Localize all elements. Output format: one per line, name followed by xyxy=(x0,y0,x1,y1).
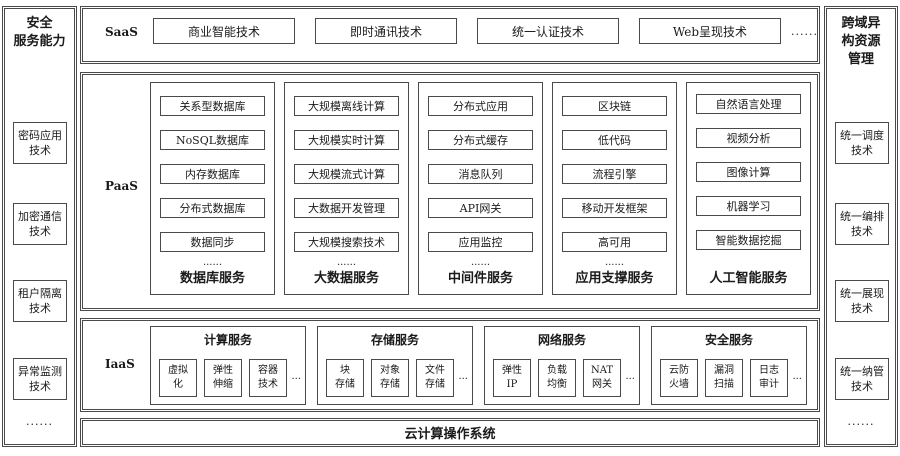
iaas-label: IaaS xyxy=(105,357,135,371)
saas-item-unified-authentication: 统一认证技术 xyxy=(477,18,619,44)
saas-item-instant-messaging: 即时通讯技术 xyxy=(315,18,457,44)
paas-item: 智能数据挖掘 xyxy=(696,230,801,250)
iaas-item: 弹性 IP xyxy=(493,359,531,397)
paas-item: 分布式缓存 xyxy=(428,130,533,150)
saas-layer: SaaS 商业智能技术 即时通讯技术 统一认证技术 Web呈现技术 ...... xyxy=(80,6,820,64)
paas-item: 大规模离线计算 xyxy=(294,96,399,116)
paas-item: 图像计算 xyxy=(696,162,801,182)
paas-item: 应用监控 xyxy=(428,232,533,252)
paas-column-ai: 自然语言处理 视频分析 图像计算 机器学习 智能数据挖掘 人工智能服务 xyxy=(686,82,811,295)
saas-label: SaaS xyxy=(105,25,138,39)
paas-item: 区块链 xyxy=(562,96,667,116)
iaas-group-storage: 存储服务 块 存储 对象 存储 文件 存储 ... xyxy=(317,326,473,405)
iaas-item: 虚拟 化 xyxy=(159,359,197,397)
iaas-group-title: 网络服务 xyxy=(537,333,586,347)
paas-item: 自然语言处理 xyxy=(696,94,801,114)
paas-column-title: 应用支撑服务 xyxy=(575,271,654,286)
iaas-item: 弹性 伸缩 xyxy=(204,359,242,397)
paas-item: 大规模流式计算 xyxy=(294,164,399,184)
iaas-group-network: 网络服务 弹性 IP 负载 均衡 NAT 网关 ... xyxy=(484,326,640,405)
paas-column-title: 大数据服务 xyxy=(313,271,379,286)
iaas-more: ... xyxy=(291,371,301,382)
paas-item: 内存数据库 xyxy=(160,164,265,184)
iaas-item: 对象 存储 xyxy=(371,359,409,397)
paas-more: ...... xyxy=(604,257,625,268)
paas-item: 大规模搜索技术 xyxy=(294,232,399,252)
saas-item-web-presentation: Web呈现技术 xyxy=(639,18,781,44)
paas-item: 数据同步 xyxy=(160,232,265,252)
paas-column-title: 中间件服务 xyxy=(447,271,513,286)
paas-item: 大规模实时计算 xyxy=(294,130,399,150)
paas-item: 分布式应用 xyxy=(428,96,533,116)
iaas-item: 负载 均衡 xyxy=(538,359,576,397)
side-item-unified-presentation: 统一展现 技术 xyxy=(835,280,889,322)
iaas-item: 文件 存储 xyxy=(416,359,454,397)
security-capability-panel: 安全 服务能力 密码应用 技术 加密通信 技术 租户隔离 技术 异常监测 技术 … xyxy=(2,6,77,447)
saas-more: ...... xyxy=(791,25,818,38)
iaas-group-title: 计算服务 xyxy=(203,333,252,347)
paas-column-middleware: 分布式应用 分布式缓存 消息队列 API网关 应用监控 ...... 中间件服务 xyxy=(418,82,543,295)
cross-domain-resource-title: 跨域异 构资源 管理 xyxy=(841,16,881,67)
side-item-encrypted-communication: 加密通信 技术 xyxy=(13,203,67,245)
paas-column-title: 数据库服务 xyxy=(179,271,245,286)
left-panel-more: ...... xyxy=(26,415,53,428)
iaas-item: 容器 技术 xyxy=(249,359,287,397)
iaas-item: 日志 审计 xyxy=(750,359,788,397)
iaas-group-security: 安全服务 云防 火墙 漏洞 扫描 日志 审计 ... xyxy=(651,326,807,405)
paas-item: 机器学习 xyxy=(696,196,801,216)
paas-column-big-data: 大规模离线计算 大规模实时计算 大规模流式计算 大数据开发管理 大规模搜索技术 … xyxy=(284,82,409,295)
side-item-crypto-application: 密码应用 技术 xyxy=(13,122,67,164)
saas-item-business-intelligence: 商业智能技术 xyxy=(153,18,295,44)
iaas-group-compute: 计算服务 虚拟 化 弹性 伸缩 容器 技术 ... xyxy=(150,326,306,405)
iaas-item: 云防 火墙 xyxy=(660,359,698,397)
cross-domain-resource-panel: 跨域异 构资源 管理 统一调度 技术 统一编排 技术 统一展现 技术 统一纳管 … xyxy=(824,6,898,447)
iaas-item: 块 存储 xyxy=(326,359,364,397)
paas-layer: PaaS 关系型数据库 NoSQL数据库 内存数据库 分布式数据库 数据同步 .… xyxy=(80,72,820,311)
paas-more: ...... xyxy=(336,257,357,268)
paas-item: 流程引擎 xyxy=(562,164,667,184)
side-item-anomaly-monitoring: 异常监测 技术 xyxy=(13,358,67,400)
paas-item: 高可用 xyxy=(562,232,667,252)
paas-item: 关系型数据库 xyxy=(160,96,265,116)
side-item-unified-scheduling: 统一调度 技术 xyxy=(835,122,889,164)
paas-item: 分布式数据库 xyxy=(160,198,265,218)
iaas-group-title: 安全服务 xyxy=(704,333,753,347)
paas-item: 消息队列 xyxy=(428,164,533,184)
paas-column-title: 人工智能服务 xyxy=(709,271,788,286)
paas-item: 移动开发框架 xyxy=(562,198,667,218)
side-item-tenant-isolation: 租户隔离 技术 xyxy=(13,280,67,322)
side-item-unified-orchestration: 统一编排 技术 xyxy=(835,203,889,245)
paas-item: 大数据开发管理 xyxy=(294,198,399,218)
paas-item: 低代码 xyxy=(562,130,667,150)
iaas-item: NAT 网关 xyxy=(583,359,621,397)
iaas-more: ... xyxy=(792,371,802,382)
paas-column-application-support: 区块链 低代码 流程引擎 移动开发框架 高可用 ...... 应用支撑服务 xyxy=(552,82,677,295)
paas-column-database: 关系型数据库 NoSQL数据库 内存数据库 分布式数据库 数据同步 ......… xyxy=(150,82,275,295)
right-panel-more: ...... xyxy=(847,415,875,428)
paas-item: API网关 xyxy=(428,198,533,218)
cloud-os-label: 云计算操作系统 xyxy=(404,427,496,442)
paas-more: ...... xyxy=(202,257,223,268)
iaas-layer: IaaS 计算服务 虚拟 化 弹性 伸缩 容器 技术 ... 存储服务 块 存储… xyxy=(80,318,820,412)
side-item-unified-management: 统一纳管 技术 xyxy=(835,358,889,400)
paas-label: PaaS xyxy=(105,179,138,193)
security-capability-title: 安全 服务能力 xyxy=(13,16,66,49)
paas-more: ...... xyxy=(470,257,491,268)
paas-item: 视频分析 xyxy=(696,128,801,148)
iaas-item: 漏洞 扫描 xyxy=(705,359,743,397)
iaas-group-title: 存储服务 xyxy=(370,333,419,347)
cloud-os-bar: 云计算操作系统 xyxy=(80,418,820,447)
iaas-more: ... xyxy=(625,371,635,382)
paas-item: NoSQL数据库 xyxy=(160,130,265,150)
iaas-more: ... xyxy=(458,371,468,382)
